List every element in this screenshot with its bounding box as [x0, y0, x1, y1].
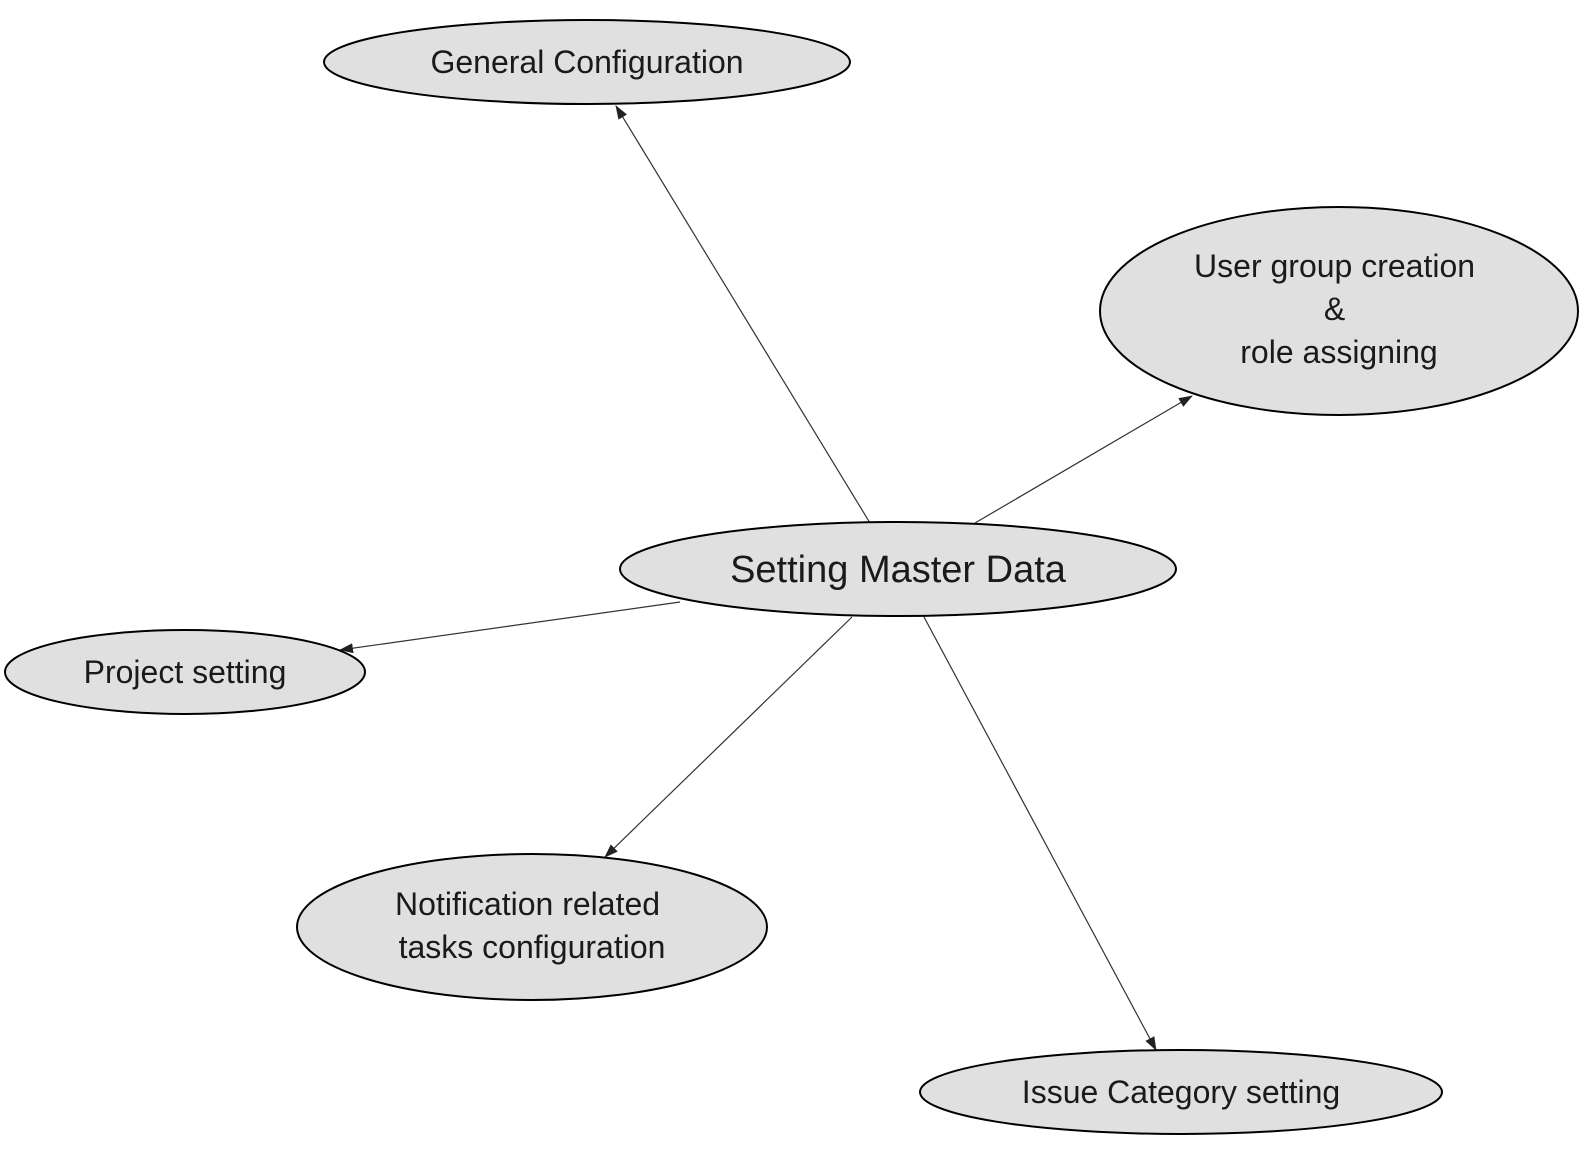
node-project-setting-label: Project setting	[84, 654, 287, 690]
edge-to-user-group-creation	[974, 395, 1193, 524]
node-notification-tasks-configuration-label: Notification related tasks configuration	[395, 886, 669, 965]
edges	[339, 105, 1193, 1051]
node-setting-master-data: Setting Master Data	[619, 521, 1177, 617]
node-issue-category-setting-label: Issue Category setting	[1022, 1074, 1340, 1110]
node-notification-tasks-configuration: Notification related tasks configuration	[296, 853, 768, 1001]
edge-to-issue-category-setting	[923, 616, 1157, 1051]
node-project-setting: Project setting	[4, 629, 366, 715]
node-issue-category-setting: Issue Category setting	[919, 1049, 1443, 1135]
edge-to-notification-tasks	[604, 616, 853, 858]
edge-to-general-configuration	[615, 105, 871, 524]
node-user-group-creation-label: User group creation & role assigning	[1194, 248, 1484, 370]
edge-to-project-setting	[339, 601, 681, 654]
node-general-configuration: General Configuration	[323, 19, 851, 105]
node-general-configuration-label: General Configuration	[430, 44, 743, 80]
node-user-group-creation: User group creation & role assigning	[1099, 206, 1579, 416]
node-setting-master-data-label: Setting Master Data	[730, 549, 1067, 591]
